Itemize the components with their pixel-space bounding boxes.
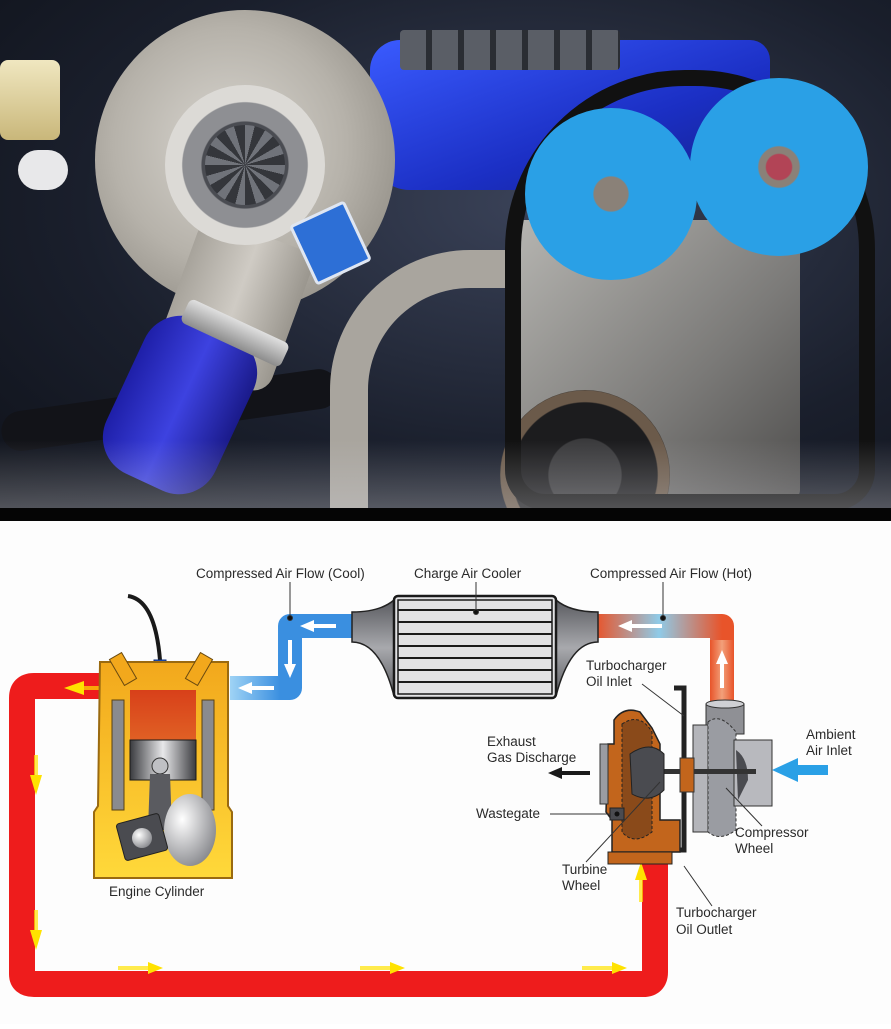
diagram-labels: Compressed Air Flow (Cool) Charge Air Co… xyxy=(109,566,856,937)
cam-gear-right xyxy=(690,78,868,256)
cam-gear-left xyxy=(525,108,697,280)
label-compressor-line1: Compressor xyxy=(735,825,809,840)
hot-air-pipe xyxy=(596,614,734,706)
exhaust-discharge-arrow xyxy=(548,767,590,779)
label-turbine-line2: Wheel xyxy=(562,878,600,893)
coil-packs xyxy=(400,30,620,70)
label-oil-inlet-line2: Oil Inlet xyxy=(586,674,632,689)
label-ambient-line2: Air Inlet xyxy=(806,743,852,758)
label-oil-inlet-line1: Turbocharger xyxy=(586,658,667,673)
cool-air-pipe xyxy=(230,614,356,700)
label-wastegate: Wastegate xyxy=(476,806,540,821)
label-compressed-air-cool: Compressed Air Flow (Cool) xyxy=(196,566,365,581)
label-oil-outlet-line1: Turbocharger xyxy=(676,905,757,920)
compressor-wheel xyxy=(205,125,285,205)
engine-bay-photo xyxy=(0,0,891,508)
diagram-svg: Compressed Air Flow (Cool) Charge Air Co… xyxy=(9,566,856,997)
ambient-air-arrow xyxy=(772,758,828,782)
white-fitting xyxy=(18,150,68,190)
leader-lines xyxy=(287,582,763,907)
reservoir-cap xyxy=(0,60,60,140)
foreground-blur xyxy=(0,440,891,508)
label-charge-air-cooler: Charge Air Cooler xyxy=(414,566,522,581)
turbocharger xyxy=(599,685,773,865)
label-engine-cylinder: Engine Cylinder xyxy=(109,884,205,899)
label-compressed-air-hot: Compressed Air Flow (Hot) xyxy=(590,566,752,581)
charge-air-cooler xyxy=(351,594,599,700)
label-oil-outlet-line2: Oil Outlet xyxy=(676,922,733,937)
engine-cylinder xyxy=(93,594,233,879)
label-turbine-line1: Turbine xyxy=(562,862,607,877)
photo-diagram-divider xyxy=(0,508,891,521)
label-exhaust-line1: Exhaust xyxy=(487,734,536,749)
exhaust-pipe-loop xyxy=(9,673,668,997)
label-ambient-line1: Ambient xyxy=(806,727,856,742)
turbocharger-diagram: Compressed Air Flow (Cool) Charge Air Co… xyxy=(0,521,891,1024)
exhaust-flow-arrows xyxy=(30,681,647,974)
label-exhaust-line2: Gas Discharge xyxy=(487,750,576,765)
label-compressor-line2: Wheel xyxy=(735,841,773,856)
